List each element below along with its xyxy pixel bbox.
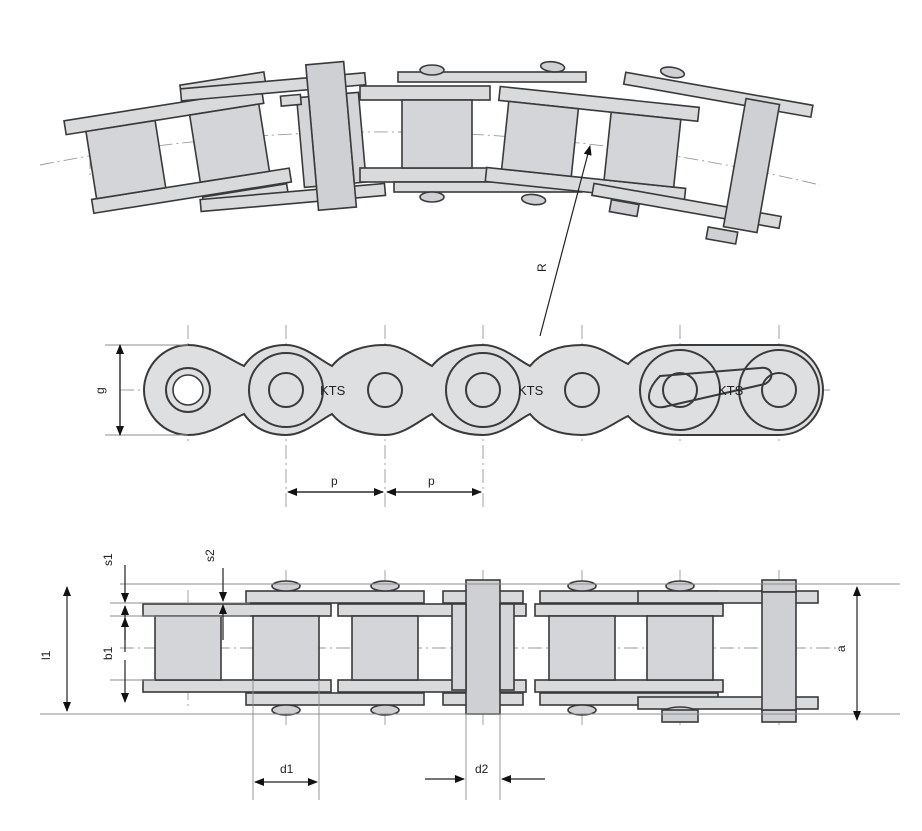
- pin-end: [761, 579, 797, 593]
- pin-circle: [367, 372, 403, 408]
- pin-end: [665, 580, 695, 592]
- outer-plate: [245, 692, 425, 706]
- brand-mark: KTS: [518, 383, 544, 398]
- roller-circle: [248, 352, 324, 428]
- brand-mark: KTS: [320, 383, 346, 398]
- plan-view: s1 s2 b1 l1 a d1 d2: [39, 549, 900, 800]
- bent-link-4: [484, 60, 701, 206]
- inner-plate: [142, 603, 332, 617]
- pin-end: [661, 709, 699, 723]
- s2-label: s2: [203, 549, 217, 562]
- roller: [252, 615, 320, 681]
- l1-label: l1: [39, 650, 53, 660]
- roller: [351, 615, 419, 681]
- pin-end: [271, 704, 301, 716]
- radius-dimension-line: [539, 145, 592, 337]
- pitch-label: p: [331, 474, 338, 488]
- pin-end: [567, 580, 597, 592]
- spring-clip: [648, 366, 773, 409]
- roller-circle: [639, 349, 721, 431]
- inner-plate: [534, 603, 724, 617]
- inner-plate: [142, 679, 332, 693]
- bent-link-2: [179, 60, 387, 213]
- inner-plate: [534, 679, 724, 693]
- pin-circle: [564, 372, 600, 408]
- pin-circle: [761, 372, 797, 408]
- pin-bushing: [499, 603, 515, 691]
- bent-chain-view: R: [39, 60, 821, 337]
- d2-label: d2: [475, 762, 489, 776]
- b1-label: b1: [101, 646, 115, 660]
- radius-label: R: [535, 263, 549, 272]
- brand-mark: KTS: [718, 383, 744, 398]
- s1-label: s1: [101, 553, 115, 566]
- a-label: a: [834, 645, 848, 652]
- pin-bushing: [451, 603, 467, 691]
- pin-circle: [268, 372, 304, 408]
- pin-circle: [465, 372, 501, 408]
- side-view: KTS KTS KTS g p p: [93, 325, 830, 510]
- roller: [646, 615, 714, 681]
- pin-end: [370, 580, 400, 592]
- outer-plate: [245, 590, 425, 604]
- pitch-label: p: [428, 474, 435, 488]
- roller: [548, 615, 616, 681]
- roller: [154, 615, 222, 681]
- pin-end: [370, 704, 400, 716]
- pin-end: [271, 580, 301, 592]
- roller-circle: [445, 352, 521, 428]
- open-pin-hole: [172, 374, 204, 406]
- g-label: g: [93, 387, 107, 394]
- end-pin: [761, 591, 797, 711]
- pin-circle: [662, 372, 698, 408]
- d1-label: d1: [280, 762, 294, 776]
- connecting-pin: [465, 579, 501, 715]
- pin-end: [567, 704, 597, 716]
- bent-link-5: [590, 66, 814, 245]
- pin-end: [761, 709, 797, 723]
